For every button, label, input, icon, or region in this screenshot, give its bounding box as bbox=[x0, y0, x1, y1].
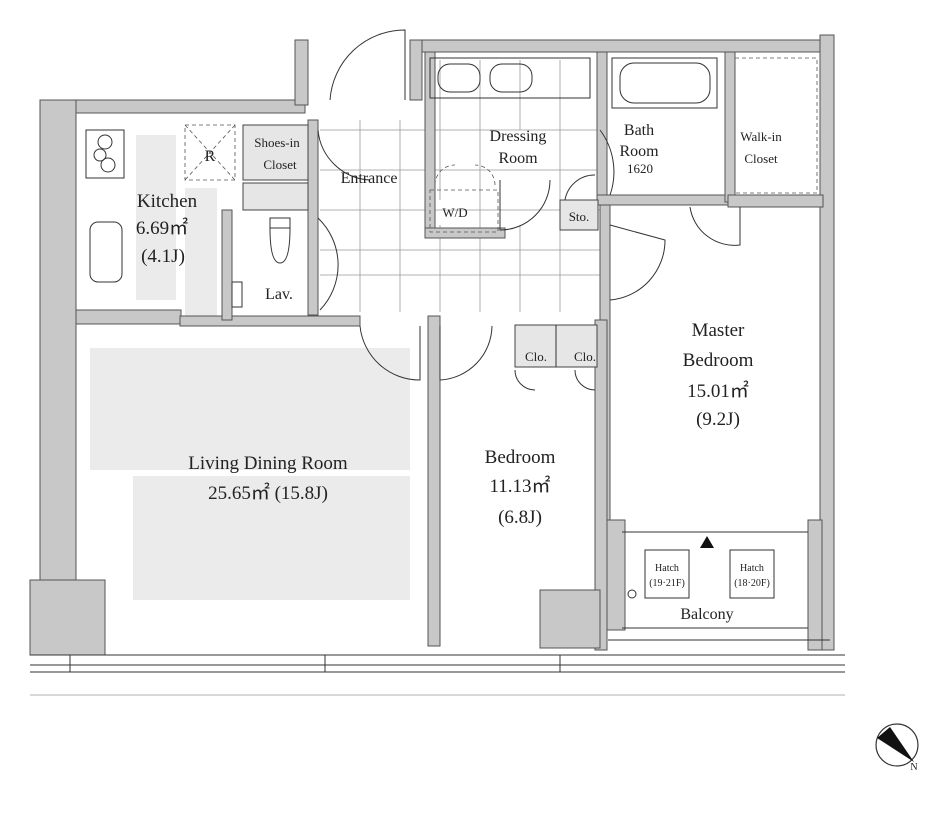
kitchen-label: Kitchen bbox=[137, 191, 198, 212]
master-bedroom-area: 15.01㎡ bbox=[687, 379, 749, 402]
walk-in-closet-label-1: Walk-in bbox=[740, 129, 782, 144]
bedroom-label: Bedroom bbox=[485, 447, 556, 468]
master-bedroom-jo: (9.2J) bbox=[696, 409, 740, 430]
fixtures bbox=[85, 57, 830, 641]
kitchen-jo: (4.1J) bbox=[141, 246, 185, 267]
washer-dryer-label: W/D bbox=[442, 205, 467, 220]
entrance-label: Entrance bbox=[341, 170, 398, 187]
shoes-closet-label-1: Shoes-in bbox=[254, 135, 300, 150]
bedroom-area: 11.13㎡ bbox=[489, 474, 550, 497]
room-labels: Kitchen 6.69㎡ (4.1J) R Shoes-in Closet E… bbox=[136, 122, 782, 623]
master-bedroom-label-1: Master bbox=[692, 320, 745, 341]
window-lines bbox=[30, 654, 845, 696]
doors bbox=[317, 29, 741, 391]
closet-label-1: Clo. bbox=[525, 349, 547, 364]
storage-label: Sto. bbox=[569, 209, 590, 224]
living-dining-label: Living Dining Room bbox=[188, 453, 348, 474]
furniture-zones bbox=[90, 135, 410, 600]
hatch-label-2: Hatch bbox=[740, 563, 764, 574]
refrigerator-label: R bbox=[205, 148, 216, 165]
north-arrow-icon: N bbox=[875, 723, 919, 773]
dressing-room-label-1: Dressing bbox=[490, 128, 547, 145]
closet-label-2: Clo. bbox=[574, 349, 596, 364]
compass-letter: N bbox=[910, 762, 917, 773]
kitchen-area: 6.69㎡ bbox=[136, 216, 188, 239]
balcony-label: Balcony bbox=[680, 606, 733, 623]
hatch-label-1: Hatch bbox=[655, 563, 679, 574]
lavatory-label: Lav. bbox=[265, 286, 293, 303]
hatch-floors-2: (18·20F) bbox=[734, 578, 770, 589]
bath-room-label-1: Bath bbox=[624, 122, 654, 139]
bath-room-size: 1620 bbox=[627, 161, 653, 176]
shoes-closet-label-2: Closet bbox=[263, 157, 297, 172]
living-dining-area: 25.65㎡ (15.8J) bbox=[208, 481, 328, 504]
walls bbox=[29, 34, 835, 656]
bath-room-label-2: Room bbox=[619, 143, 659, 160]
bedroom-jo: (6.8J) bbox=[498, 507, 542, 528]
dressing-room-label-2: Room bbox=[498, 150, 538, 167]
master-bedroom-label-2: Bedroom bbox=[683, 350, 754, 371]
hatch-floors-1: (19·21F) bbox=[649, 578, 685, 589]
walk-in-closet-label-2: Closet bbox=[744, 151, 778, 166]
